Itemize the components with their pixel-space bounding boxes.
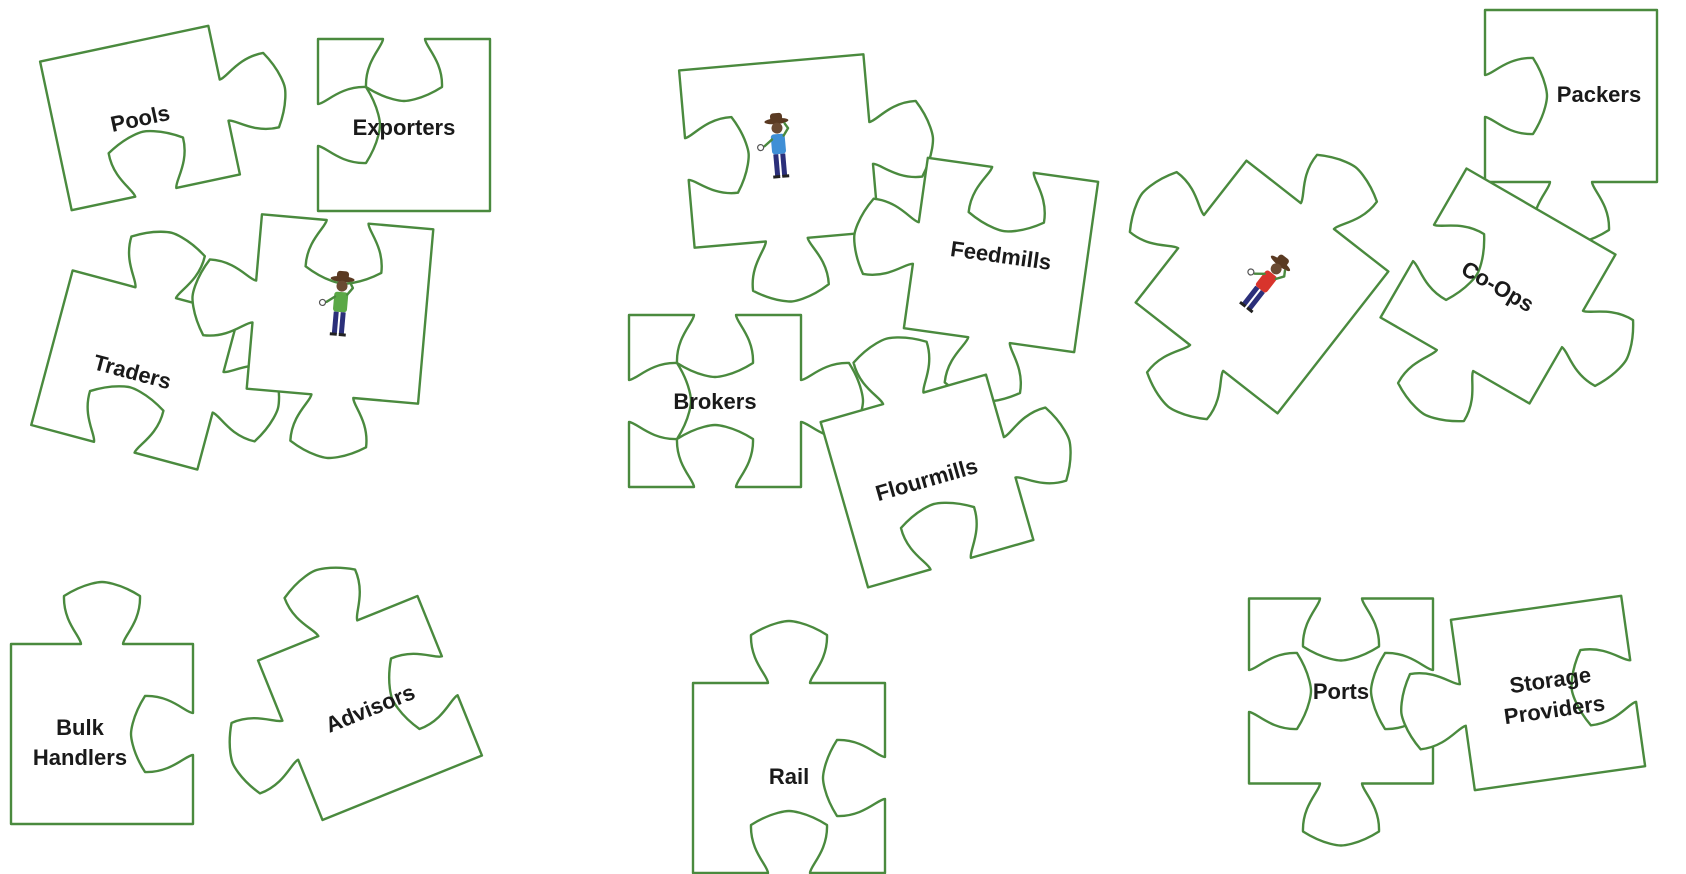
piece-label-line: Ports (1313, 679, 1369, 704)
puzzle-piece-exporters: Exporters (318, 39, 490, 211)
puzzle-piece-outline (177, 539, 482, 844)
piece-label-brokers: Brokers (673, 389, 756, 414)
puzzle-piece-pools: Pools (40, 13, 300, 210)
puzzle-piece-outline (40, 13, 300, 210)
puzzle-piece-brokers: Brokers (629, 315, 863, 487)
piece-label-exporters: Exporters (353, 115, 456, 140)
puzzle-piece-outline (11, 582, 193, 824)
puzzle-piece-farmer-red (1049, 74, 1427, 463)
piece-label-line: Brokers (673, 389, 756, 414)
puzzle-piece-co-ops: Co-Ops (1350, 169, 1670, 489)
piece-label-packers: Packers (1557, 82, 1641, 107)
puzzle-piece-advisors: Advisors (177, 539, 482, 844)
puzzle-piece-farmer-blue (679, 49, 946, 310)
piece-label-line: Exporters (353, 115, 456, 140)
piece-label-line: Rail (769, 764, 809, 789)
piece-label-ports: Ports (1313, 679, 1369, 704)
puzzle-piece-outline (679, 49, 946, 310)
puzzle-piece-rail: Rail (693, 621, 885, 873)
puzzle-piece-outline (1350, 169, 1670, 489)
piece-label-line: Handlers (33, 745, 127, 770)
puzzle-piece-outline (693, 621, 885, 873)
piece-label-line: Packers (1557, 82, 1641, 107)
puzzle-piece-outline (1049, 74, 1427, 463)
piece-label-line: Bulk (56, 715, 104, 740)
piece-label-rail: Rail (769, 764, 809, 789)
